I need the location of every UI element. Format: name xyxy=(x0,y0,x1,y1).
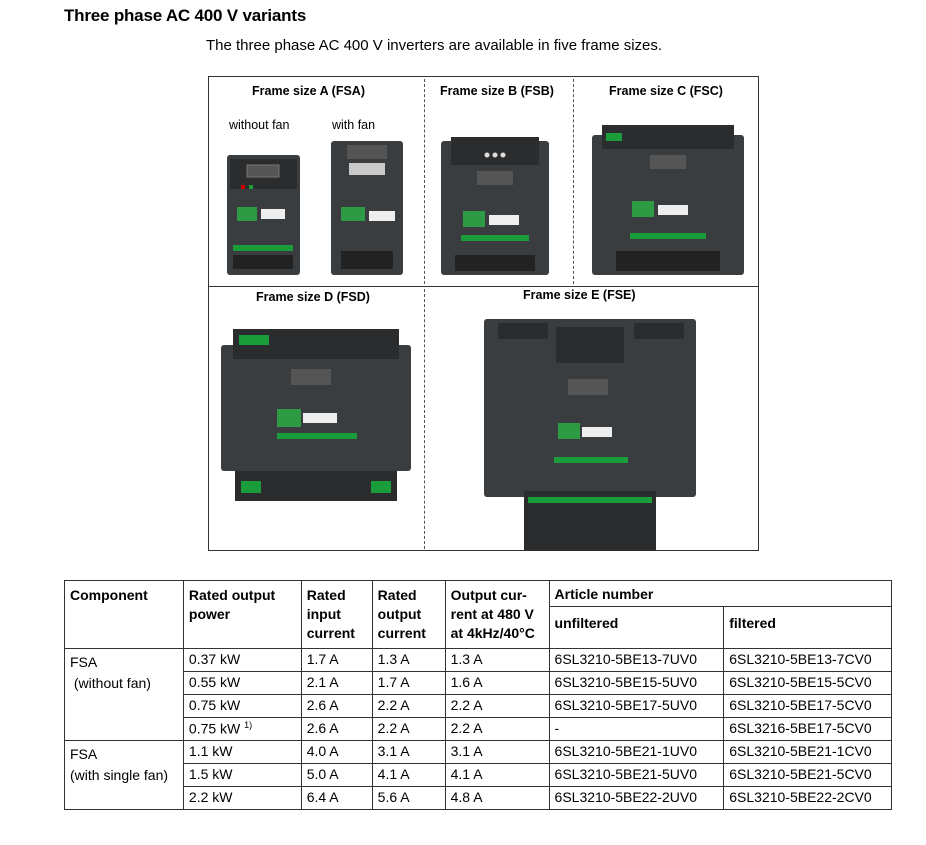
cell-input-current: 5.0 A xyxy=(300,763,373,787)
cell-output-current: 3.1 A xyxy=(371,740,446,764)
cell-article-unfiltered: 6SL3210-5BE15-5UV0 xyxy=(548,671,725,695)
figure-divider-dashed xyxy=(573,79,574,284)
figure-divider-dashed xyxy=(424,289,425,549)
cell-output-current: 2.2 A xyxy=(371,717,446,741)
cell-output-current-480v: 3.1 A xyxy=(444,740,550,764)
cell-output-current: 4.1 A xyxy=(371,763,446,787)
cell-article-unfiltered: 6SL3210-5BE21-1UV0 xyxy=(548,740,725,764)
fsa-without-fan-label: without fan xyxy=(229,118,290,132)
cell-article-unfiltered: 6SL3210-5BE21-5UV0 xyxy=(548,763,725,787)
cell-article-unfiltered: 6SL3210-5BE17-5UV0 xyxy=(548,694,725,718)
cell-output-current-480v: 4.8 A xyxy=(444,786,550,810)
footnote-marker: 1) xyxy=(244,720,253,730)
cell-article-filtered: 6SL3210-5BE21-1CV0 xyxy=(723,740,892,764)
cell-power: 0.75 kW xyxy=(182,694,302,718)
inverter-fsd-image xyxy=(221,329,411,501)
cell-input-current: 2.6 A xyxy=(300,717,373,741)
header-component: Component xyxy=(64,580,184,649)
cell-article-unfiltered: 6SL3210-5BE22-2UV0 xyxy=(548,786,725,810)
cell-output-current: 2.2 A xyxy=(371,694,446,718)
table-row: 0.75 kW 1) 2.6 A 2.2 A 2.2 A - 6SL3216-5… xyxy=(65,717,892,741)
cell-article-filtered: 6SL3210-5BE17-5CV0 xyxy=(723,694,892,718)
cell-power: 2.2 kW xyxy=(182,786,302,810)
cell-input-current: 2.6 A xyxy=(300,694,373,718)
cell-output-current: 5.6 A xyxy=(371,786,446,810)
cell-output-current-480v: 2.2 A xyxy=(444,694,550,718)
cell-output-current-480v: 2.2 A xyxy=(444,717,550,741)
table-row: 1.5 kW 5.0 A 4.1 A 4.1 A 6SL3210-5BE21-5… xyxy=(65,763,892,787)
table-row: FSA (without fan) 0.37 kW 1.7 A 1.3 A 1.… xyxy=(64,648,892,741)
cell-article-unfiltered: - xyxy=(548,717,725,741)
cell-output-current-480v: 1.3 A xyxy=(444,648,550,672)
table-row: FSA(with single fan) 1.1 kW 4.0 A 3.1 A … xyxy=(64,740,892,810)
inverter-fse-image xyxy=(484,319,696,551)
cell-article-filtered: 6SL3216-5BE17-5CV0 xyxy=(723,717,892,741)
cell-output-current-480v: 1.6 A xyxy=(444,671,550,695)
frame-title-fsa: Frame size A (FSA) xyxy=(252,84,365,98)
component-fsa-with-single-fan: FSA(with single fan) xyxy=(64,740,184,810)
cell-power: 0.37 kW xyxy=(182,648,302,672)
cell-input-current: 4.0 A xyxy=(300,740,373,764)
cell-article-filtered: 6SL3210-5BE13-7CV0 xyxy=(723,648,892,672)
cell-article-filtered: 6SL3210-5BE22-2CV0 xyxy=(723,786,892,810)
cell-output-current: 1.3 A xyxy=(371,648,446,672)
frame-sizes-figure: Frame size A (FSA) without fan with fan … xyxy=(208,76,759,551)
cell-article-unfiltered: 6SL3210-5BE13-7UV0 xyxy=(548,648,725,672)
cell-article-filtered: 6SL3210-5BE15-5CV0 xyxy=(723,671,892,695)
header-unfiltered: unfiltered xyxy=(548,606,725,649)
table-row: 0.75 kW 2.6 A 2.2 A 2.2 A 6SL3210-5BE17-… xyxy=(65,694,892,718)
inverter-fsc-image xyxy=(592,125,744,275)
section-heading: Three phase AC 400 V variants xyxy=(64,6,307,25)
cell-power: 0.75 kW 1) xyxy=(182,717,302,741)
cell-input-current: 1.7 A xyxy=(300,648,373,672)
cell-power: 1.1 kW xyxy=(182,740,302,764)
cell-power: 0.55 kW xyxy=(182,671,302,695)
frame-title-fsb: Frame size B (FSB) xyxy=(440,84,554,98)
inverter-fsa-without-fan-image xyxy=(227,155,300,275)
intro-text: The three phase AC 400 V inverters are a… xyxy=(206,37,663,54)
inverter-fsa-with-fan-image xyxy=(331,141,403,275)
cell-output-current: 1.7 A xyxy=(371,671,446,695)
figure-divider-dashed xyxy=(424,79,425,284)
frame-title-fse: Frame size E (FSE) xyxy=(523,288,636,302)
cell-power: 1.5 kW xyxy=(182,763,302,787)
table-row: 0.55 kW 2.1 A 1.7 A 1.6 A 6SL3210-5BE15-… xyxy=(65,671,892,695)
frame-title-fsd: Frame size D (FSD) xyxy=(256,290,370,304)
cell-input-current: 2.1 A xyxy=(300,671,373,695)
inverter-fsb-image xyxy=(441,137,549,275)
figure-divider-horizontal xyxy=(209,286,758,287)
cell-output-current-480v: 4.1 A xyxy=(444,763,550,787)
fsa-with-fan-label: with fan xyxy=(332,118,376,132)
header-article-number: Article number xyxy=(548,580,893,607)
component-fsa-without-fan: FSA (without fan) xyxy=(64,648,184,741)
table-row: 2.2 kW 6.4 A 5.6 A 4.8 A 6SL3210-5BE22-2… xyxy=(65,786,892,810)
frame-title-fsc: Frame size C (FSC) xyxy=(609,84,723,98)
cell-article-filtered: 6SL3210-5BE21-5CV0 xyxy=(723,763,892,787)
cell-input-current: 6.4 A xyxy=(300,786,373,810)
header-filtered: filtered xyxy=(723,606,892,649)
